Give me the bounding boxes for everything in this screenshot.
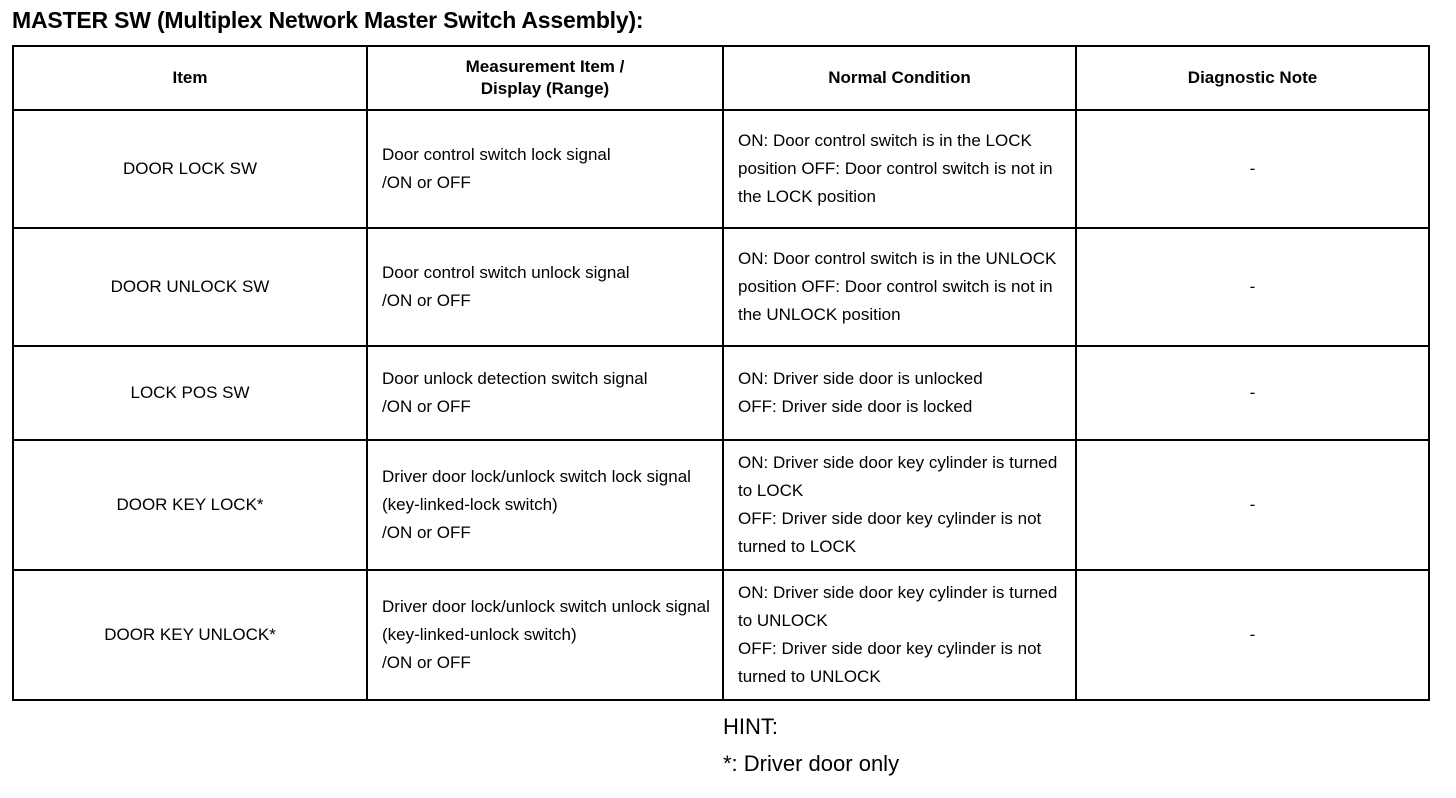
cell-normal-condition: ON: Door control switch is in the LOCK p… (722, 109, 1077, 229)
cell-item: DOOR LOCK SW (12, 109, 368, 229)
cell-measurement-item: Door control switch lock signal /ON or O… (366, 109, 724, 229)
table-row: DOOR UNLOCK SW Door control switch unloc… (12, 227, 1430, 347)
hint-label: HINT: (723, 714, 778, 739)
hint-note: *: Driver door only (723, 751, 900, 776)
cell-item: LOCK POS SW (12, 345, 368, 441)
cell-item: DOOR UNLOCK SW (12, 227, 368, 347)
cell-item: DOOR KEY UNLOCK* (12, 569, 368, 701)
cell-measurement-item: Driver door lock/unlock switch unlock si… (366, 569, 724, 701)
table-row: DOOR LOCK SW Door control switch lock si… (12, 109, 1430, 229)
table-header: Item Measurement Item / Display (Range) … (12, 45, 1430, 111)
data-list-table: Item Measurement Item / Display (Range) … (12, 45, 1430, 701)
column-header-normal-condition: Normal Condition (722, 45, 1077, 111)
cell-measurement-item: Door unlock detection switch signal /ON … (366, 345, 724, 441)
cell-diagnostic-note: - (1075, 227, 1430, 347)
column-header-item: Item (12, 45, 368, 111)
cell-normal-condition: ON: Door control switch is in the UNLOCK… (722, 227, 1077, 347)
cell-diagnostic-note: - (1075, 345, 1430, 441)
cell-measurement-item: Door control switch unlock signal /ON or… (366, 227, 724, 347)
table-body: DOOR LOCK SW Door control switch lock si… (12, 109, 1430, 701)
cell-measurement-item: Driver door lock/unlock switch lock sign… (366, 439, 724, 571)
hint-block: HINT: *: Driver door only (723, 708, 899, 782)
cell-diagnostic-note: - (1075, 439, 1430, 571)
cell-diagnostic-note: - (1075, 109, 1430, 229)
cell-item: DOOR KEY LOCK* (12, 439, 368, 571)
cell-normal-condition: ON: Driver side door key cylinder is tur… (722, 439, 1077, 571)
cell-diagnostic-note: - (1075, 569, 1430, 701)
table-row: DOOR KEY LOCK* Driver door lock/unlock s… (12, 439, 1430, 571)
cell-normal-condition: ON: Driver side door is unlocked OFF: Dr… (722, 345, 1077, 441)
table-header-row: Item Measurement Item / Display (Range) … (12, 45, 1430, 111)
table-row: DOOR KEY UNLOCK* Driver door lock/unlock… (12, 569, 1430, 701)
cell-normal-condition: ON: Driver side door key cylinder is tur… (722, 569, 1077, 701)
page-title: MASTER SW (Multiplex Network Master Swit… (12, 7, 644, 33)
column-header-diagnostic-note: Diagnostic Note (1075, 45, 1430, 111)
table-row: LOCK POS SW Door unlock detection switch… (12, 345, 1430, 441)
column-header-measurement-item: Measurement Item / Display (Range) (366, 45, 724, 111)
